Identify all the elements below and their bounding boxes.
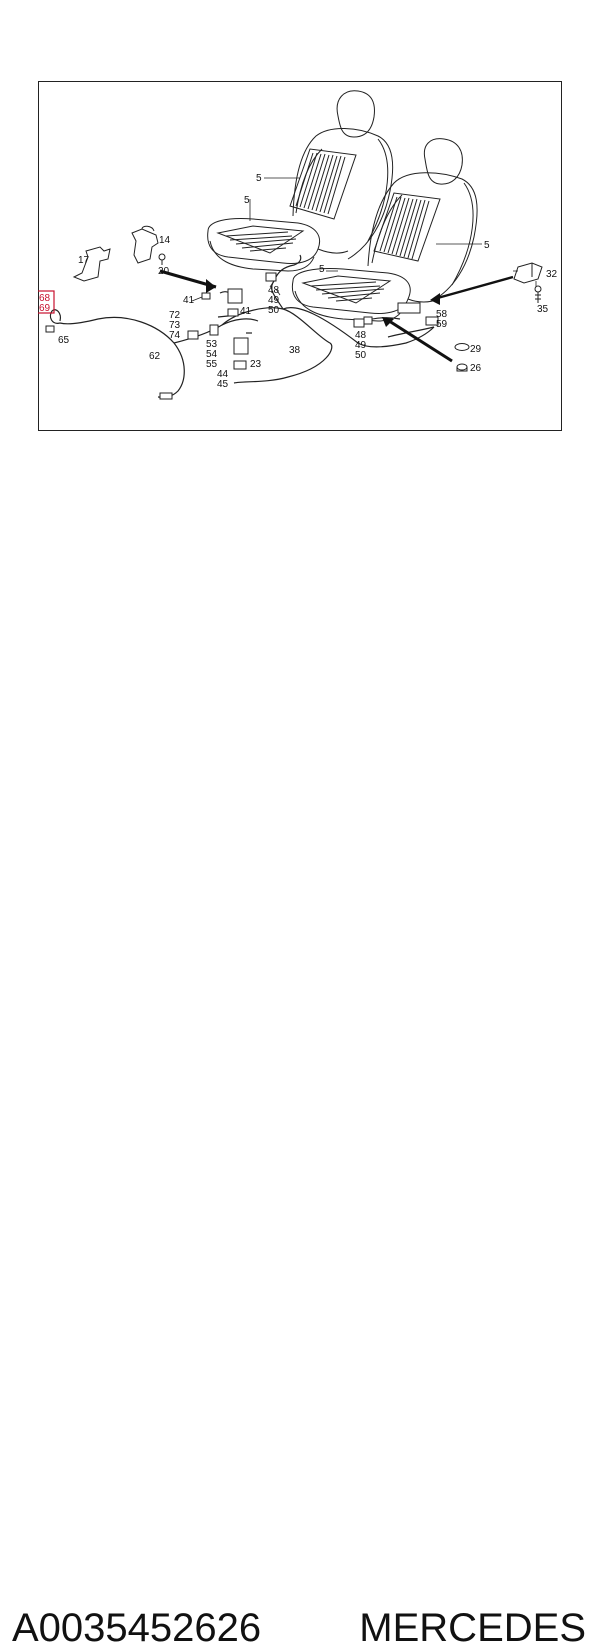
part-number: A0035452626	[12, 1606, 262, 1650]
label-14: 14	[159, 235, 171, 246]
label-65: 65	[58, 335, 70, 346]
leader-lines	[191, 177, 537, 302]
left-seat-heater-pad	[216, 225, 305, 254]
label-45: 45	[217, 379, 229, 390]
label-50-right: 50	[355, 350, 367, 361]
label-41-left: 41	[183, 295, 195, 306]
label-5-top: 5	[256, 173, 262, 184]
label-35: 35	[537, 304, 549, 315]
arrows	[159, 269, 514, 363]
label-38: 38	[289, 345, 301, 356]
label-23: 23	[250, 359, 262, 370]
right-seat	[291, 138, 478, 322]
brackets	[72, 225, 543, 372]
label-50-left: 50	[268, 305, 280, 316]
label-69: 69	[39, 303, 51, 314]
label-49-right: 49	[355, 340, 367, 351]
label-59: 59	[436, 319, 448, 330]
left-backrest-heater-pad	[289, 148, 357, 220]
label-41-right: 41	[240, 306, 252, 317]
label-5-right-cushion: 5	[319, 264, 325, 275]
connectors	[45, 272, 439, 400]
label-32: 32	[546, 269, 558, 280]
label-26: 26	[470, 363, 482, 374]
label-74: 74	[169, 330, 181, 341]
label-44: 44	[217, 369, 229, 380]
label-49-left: 49	[268, 295, 280, 306]
footer: A0035452626 MERCEDES	[0, 800, 600, 1650]
highlight-box	[38, 290, 55, 314]
label-62: 62	[149, 351, 161, 362]
right-seat-heater-pad	[301, 275, 392, 304]
label-20: 20	[158, 266, 170, 277]
label-73: 73	[169, 320, 181, 331]
label-5-right-back: 5	[484, 240, 490, 251]
right-backrest-heater-pad	[373, 192, 441, 262]
label-48-left: 48	[268, 285, 280, 296]
label-58: 58	[436, 309, 448, 320]
label-29: 29	[470, 344, 482, 355]
brand-name: MERCEDES	[359, 1606, 586, 1650]
label-17: 17	[78, 255, 90, 266]
label-68: 68	[39, 293, 51, 304]
label-48-right: 48	[355, 330, 367, 341]
label-55: 55	[206, 359, 218, 370]
label-5-left-cushion: 5	[244, 195, 250, 206]
label-54: 54	[206, 349, 218, 360]
label-72: 72	[169, 310, 181, 321]
parts-diagram: 5 5 5 5 14 17 20 41 41 72 73 74 48 49 50…	[38, 81, 562, 431]
part-labels: 5 5 5 5 14 17 20 41 41 72 73 74 48 49 50…	[39, 173, 558, 390]
label-53: 53	[206, 339, 218, 350]
left-seat	[207, 90, 394, 272]
